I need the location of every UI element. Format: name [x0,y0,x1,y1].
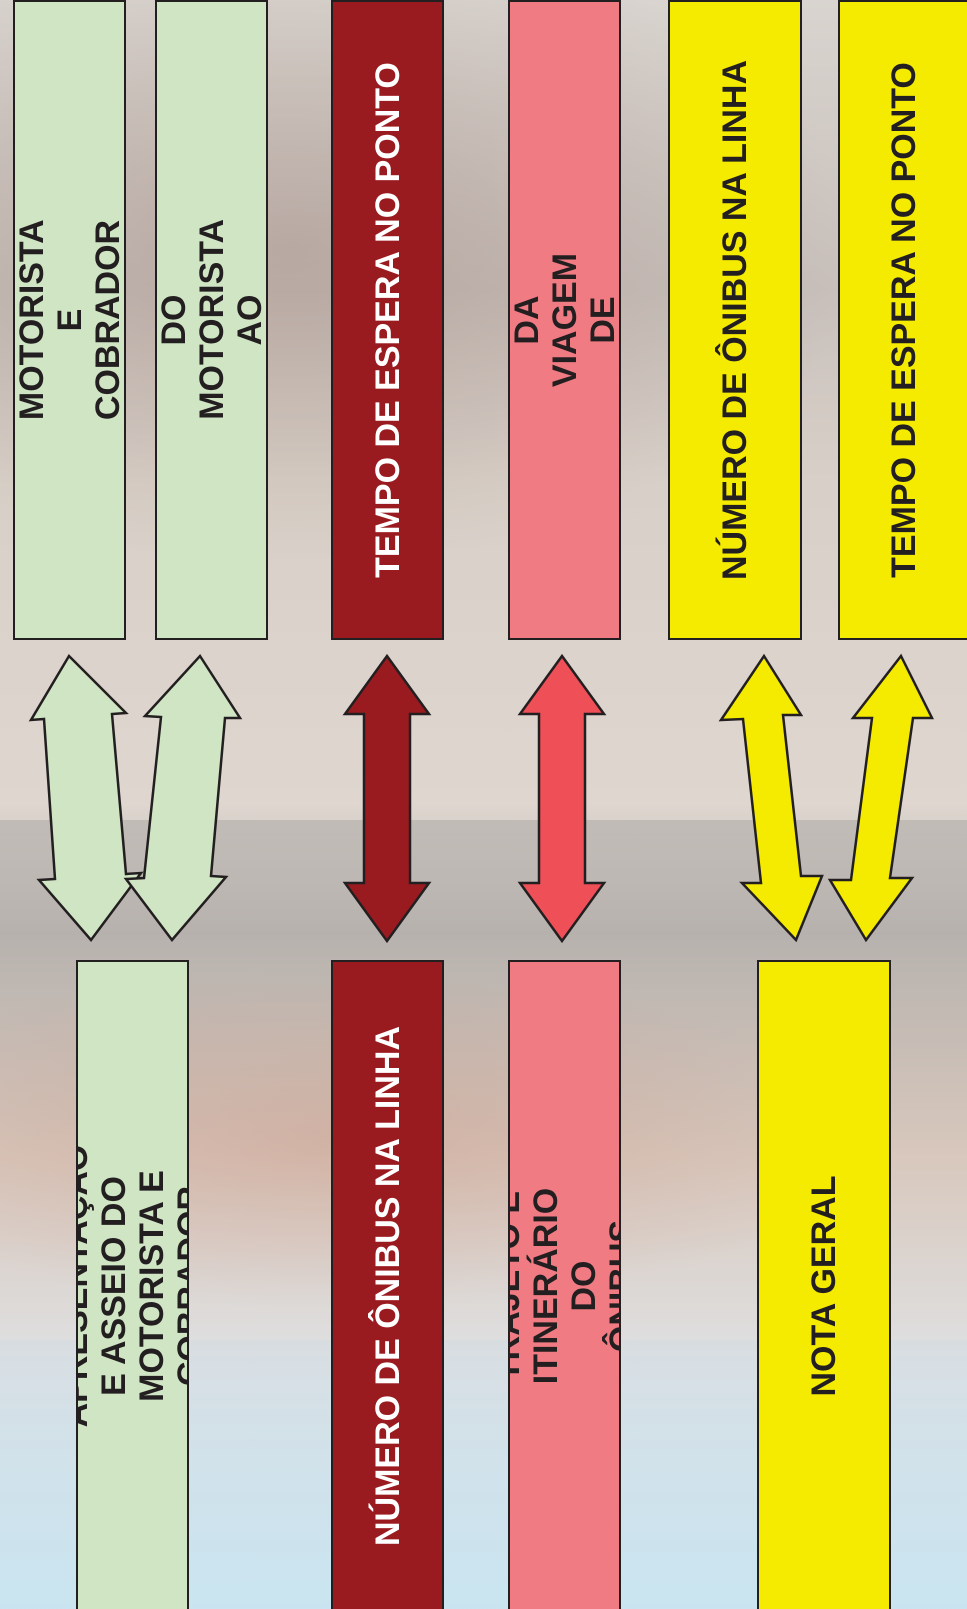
box-numero-onibus-red: NÚMERO DE ÔNIBUS NA LINHA [331,960,444,1609]
arrow-yellow-left [718,653,824,943]
box-nota-geral: NOTA GERAL [757,960,891,1609]
arrow-green-right [123,653,243,942]
box-apresentacao-asseio: APRESENTAÇÃO E ASSEIO DO MOTORISTA E COB… [76,960,189,1609]
box-trajeto-itinerario: TRAJETO E ITINERÁRIO DO ÔNIBUS [508,960,621,1609]
box-tempo-espera-yellow: TEMPO DE ESPERA NO PONTO [838,0,967,640]
arrow-pink [517,653,607,944]
arrow-green-left [28,653,144,942]
box-numero-onibus-yellow: NÚMERO DE ÔNIBUS NA LINHA [668,0,802,640]
box-tempo-espera-red: TEMPO DE ESPERA NO PONTO [331,0,444,640]
box-duracao-viagem: DURAÇÃO DA VIAGEM DE ÔNIBUS [508,0,621,640]
arrow-dark-red [342,653,432,944]
arrow-yellow-right [827,653,935,943]
box-respeito-motorista: RESPEITO DO MOTORISTA E COBRADOR AOS IDO… [13,0,126,640]
box-cuidado-motorista: CUIDADO DO MOTORISTA AO DIRIGIR [155,0,268,640]
